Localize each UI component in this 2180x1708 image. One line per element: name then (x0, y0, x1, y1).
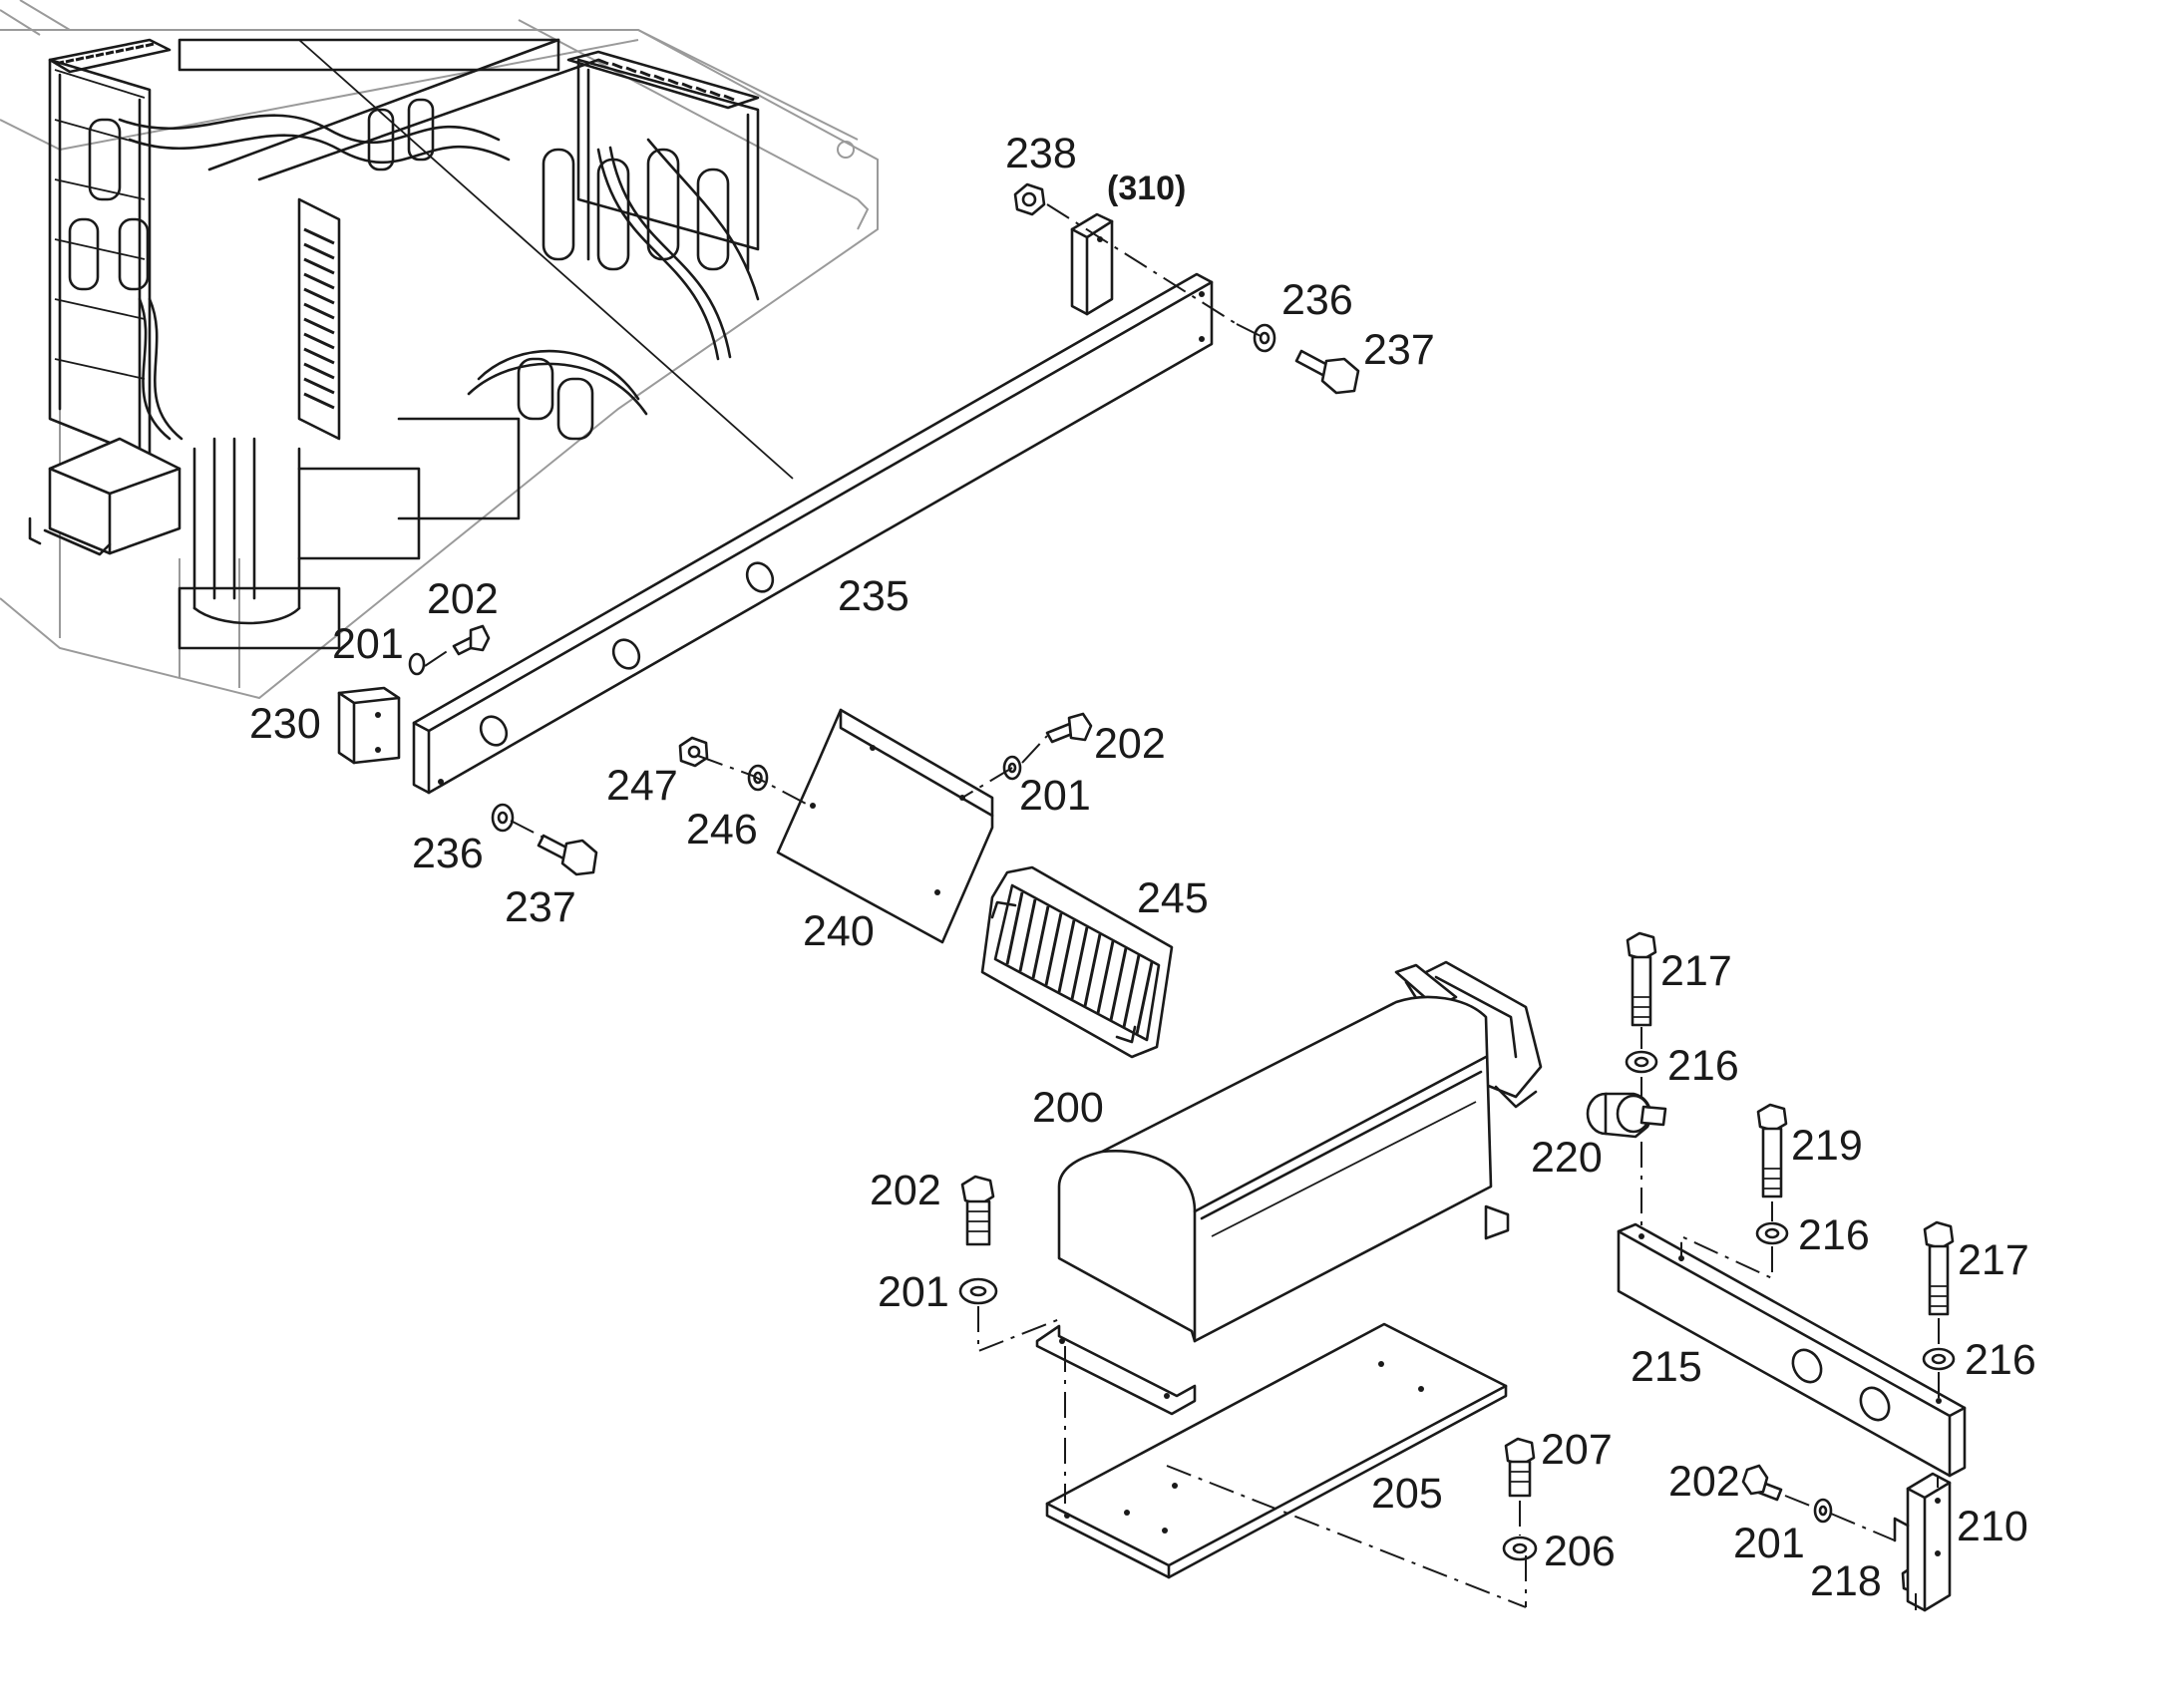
part-201-washer-low (958, 1277, 998, 1305)
label-235: 235 (838, 572, 909, 620)
label-220: 220 (1531, 1134, 1603, 1182)
part-237-bolt-top (1294, 349, 1360, 395)
label-207: 207 (1541, 1426, 1613, 1474)
label-247: 247 (606, 762, 678, 810)
label-201-mid: 201 (1019, 772, 1091, 820)
label-236-top: 236 (1281, 276, 1353, 324)
coil-components (68, 98, 730, 441)
heatsink-right (566, 50, 760, 110)
part-202-screw-top (452, 624, 491, 656)
part-207-bolt (1504, 1437, 1536, 1498)
part-219-bolt (1756, 1103, 1788, 1198)
part-247-nut (678, 736, 709, 768)
label-246: 246 (686, 806, 758, 854)
lower-components (28, 417, 521, 650)
label-216-right: 216 (1965, 1336, 2036, 1384)
label-245: 245 (1137, 874, 1209, 922)
part-237-bolt-left (537, 834, 598, 876)
heatsink-left (48, 38, 172, 74)
part-200-main-unit (1035, 960, 1543, 1416)
label-217-top: 217 (1660, 947, 1732, 995)
part-202-screw-mid (1045, 712, 1093, 744)
part-202-bolt-low (960, 1175, 995, 1246)
label-238: 238 (1005, 130, 1077, 177)
part-238-nut (1013, 182, 1046, 216)
part-202-screw-br (1741, 1464, 1783, 1502)
label-217-right: 217 (1958, 1236, 2029, 1284)
part-236-washer-top (1253, 323, 1276, 353)
label-240: 240 (803, 907, 875, 955)
label-205: 205 (1371, 1470, 1443, 1518)
label-200: 200 (1032, 1084, 1104, 1132)
part-201-washer-br (1813, 1498, 1833, 1524)
assembly-centerlines (424, 203, 1940, 1610)
part-216-washer-top (1625, 1050, 1658, 1074)
hardware-fasteners (408, 182, 1956, 1595)
cable-harness (118, 114, 760, 441)
part-240-cover-plate (776, 708, 994, 944)
label-202-br: 202 (1668, 1458, 1740, 1506)
part-201-washer-top (408, 652, 426, 676)
label-202-top: 202 (427, 575, 499, 623)
label-216-top: 216 (1667, 1042, 1739, 1090)
part-215-support-bar (1617, 1222, 1967, 1478)
part-216-washer-right (1922, 1347, 1956, 1371)
part-230-bracket (337, 686, 401, 765)
filter-grille (1005, 891, 1154, 1035)
part-310-bracket (1070, 212, 1114, 316)
part-210-bracket (1893, 1472, 1952, 1612)
label-201-top: 201 (332, 620, 404, 668)
label-219: 219 (1791, 1122, 1863, 1170)
label-215: 215 (1631, 1343, 1702, 1391)
part-216-washer-mid (1755, 1221, 1789, 1245)
part-220-roller (1586, 1092, 1667, 1139)
machine-assembly-background (0, 0, 879, 700)
callout-labels: 238 (310) 236 237 202 201 230 235 236 23… (249, 130, 2036, 1605)
label-310-reference: (310) (1107, 170, 1186, 207)
label-218: 218 (1810, 1557, 1882, 1605)
label-230: 230 (249, 700, 321, 748)
part-217-bolt-right (1923, 1220, 1955, 1316)
label-210: 210 (1957, 1503, 2028, 1550)
label-202-mid: 202 (1094, 720, 1166, 768)
label-237-left: 237 (505, 883, 576, 931)
label-202-low: 202 (870, 1167, 941, 1214)
part-235-mounting-bar (412, 272, 1214, 795)
part-205-base-plate (1045, 1322, 1508, 1579)
label-201-low: 201 (878, 1268, 949, 1316)
part-245-filter (980, 865, 1174, 1059)
part-206-washer (1502, 1536, 1538, 1561)
part-217-bolt-top (1626, 931, 1657, 1027)
label-206: 206 (1544, 1528, 1616, 1575)
label-237-top: 237 (1363, 326, 1435, 374)
label-236-left: 236 (412, 830, 484, 877)
label-216-mid: 216 (1798, 1211, 1870, 1259)
label-201-br: 201 (1733, 1520, 1805, 1567)
part-236-washer-left (491, 803, 515, 833)
